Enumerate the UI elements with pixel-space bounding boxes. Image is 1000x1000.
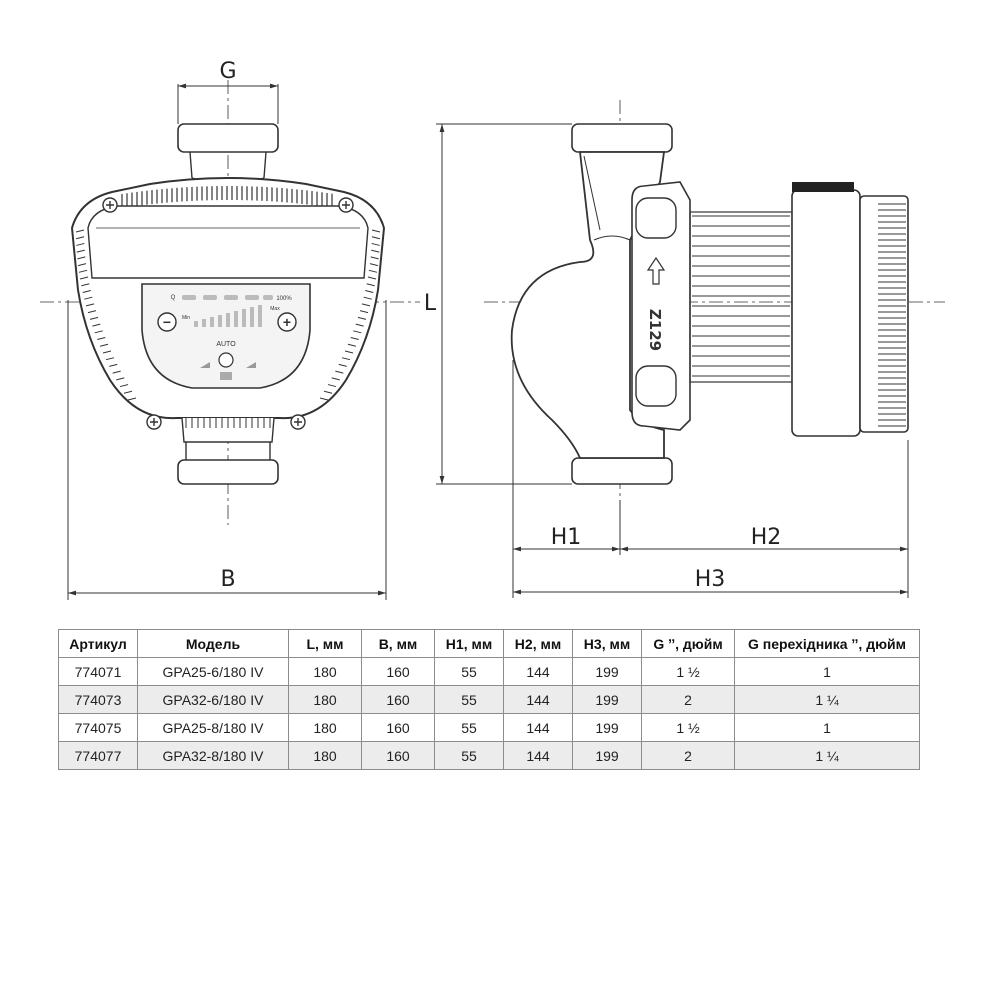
- table-row: 774071 GPA25-6/180 IV 180 160 55 144 199…: [58, 657, 920, 686]
- table-row: 774075 GPA25-8/180 IV 180 160 55 144 199…: [58, 713, 920, 742]
- dim-h2-label: H2: [751, 525, 782, 550]
- col-h1: H1, мм: [434, 629, 504, 658]
- cell-g: 2: [641, 685, 735, 714]
- cell-h2: 144: [503, 685, 573, 714]
- panel-min-label: Min: [182, 315, 190, 321]
- panel-auto-label: AUTO: [216, 341, 236, 348]
- panel-percent-label: 100%: [276, 296, 292, 302]
- cell-g: 2: [641, 741, 735, 770]
- cell-article: 774071: [58, 657, 138, 686]
- cell-b: 160: [361, 685, 435, 714]
- panel-max-label: Max: [270, 306, 280, 312]
- cell-l: 180: [288, 713, 362, 742]
- cell-g-adapter: 1 ¼: [734, 685, 920, 714]
- cell-h3: 199: [572, 713, 642, 742]
- motor-mark-label: Z129: [646, 309, 664, 351]
- technical-drawing: G B Q 100% Min Max AUTO − + Z129: [40, 59, 945, 600]
- cell-g: 1 ½: [641, 657, 735, 686]
- cell-article: 774073: [58, 685, 138, 714]
- cell-b: 160: [361, 657, 435, 686]
- cell-h3: 199: [572, 741, 642, 770]
- cell-l: 180: [288, 685, 362, 714]
- dim-h1-label: H1: [551, 525, 582, 550]
- cell-g: 1 ½: [641, 713, 735, 742]
- cell-h2: 144: [503, 713, 573, 742]
- cell-b: 160: [361, 713, 435, 742]
- cell-article: 774077: [58, 741, 138, 770]
- dim-h3-label: H3: [695, 567, 726, 592]
- col-l: L, мм: [288, 629, 362, 658]
- cell-g-adapter: 1 ¼: [734, 741, 920, 770]
- cell-model: GPA25-8/180 IV: [137, 713, 289, 742]
- col-g-adapter: G перехідника ˮ, дюйм: [734, 629, 920, 658]
- dim-g-label: G: [219, 59, 236, 84]
- cell-h3: 199: [572, 685, 642, 714]
- auto-button: [218, 352, 234, 368]
- plus-sign: +: [283, 314, 291, 330]
- table-row: 774077 GPA32-8/180 IV 180 160 55 144 199…: [58, 741, 920, 770]
- cell-l: 180: [288, 741, 362, 770]
- cell-g-adapter: 1: [734, 657, 920, 686]
- cell-h2: 144: [503, 657, 573, 686]
- cell-h2: 144: [503, 741, 573, 770]
- cell-h1: 55: [434, 713, 504, 742]
- plus-button: [277, 312, 297, 332]
- cell-g-adapter: 1: [734, 713, 920, 742]
- cell-b: 160: [361, 741, 435, 770]
- cell-model: GPA32-6/180 IV: [137, 685, 289, 714]
- col-g: G ˮ, дюйм: [641, 629, 735, 658]
- cell-h1: 55: [434, 657, 504, 686]
- cell-l: 180: [288, 657, 362, 686]
- flow-arrow-icon: [646, 256, 666, 285]
- dim-l-label: L: [424, 291, 437, 316]
- control-panel: [141, 283, 311, 389]
- cell-model: GPA25-6/180 IV: [137, 657, 289, 686]
- cell-h1: 55: [434, 685, 504, 714]
- panel-q-label: Q: [171, 295, 176, 301]
- side-dimensions: [436, 123, 909, 598]
- table-row: 774073 GPA32-6/180 IV 180 160 55 144 199…: [58, 685, 920, 714]
- cell-article: 774075: [58, 713, 138, 742]
- col-b: B, мм: [361, 629, 435, 658]
- front-dimensions: [67, 83, 387, 600]
- col-article: Артикул: [58, 629, 138, 658]
- front-view: [40, 80, 420, 525]
- dim-b-label: B: [220, 567, 235, 592]
- col-h2: H2, мм: [503, 629, 573, 658]
- cell-h3: 199: [572, 657, 642, 686]
- col-model: Модель: [137, 629, 289, 658]
- minus-button: [157, 312, 177, 332]
- table-header-row: Артикул Модель L, мм B, мм H1, мм H2, мм…: [58, 629, 920, 658]
- col-h3: H3, мм: [572, 629, 642, 658]
- spec-table: Артикул Модель L, мм B, мм H1, мм H2, мм…: [58, 629, 920, 770]
- minus-sign: −: [163, 314, 171, 330]
- cell-model: GPA32-8/180 IV: [137, 741, 289, 770]
- side-view: [484, 100, 945, 545]
- screw-icon: [102, 197, 354, 430]
- cell-h1: 55: [434, 741, 504, 770]
